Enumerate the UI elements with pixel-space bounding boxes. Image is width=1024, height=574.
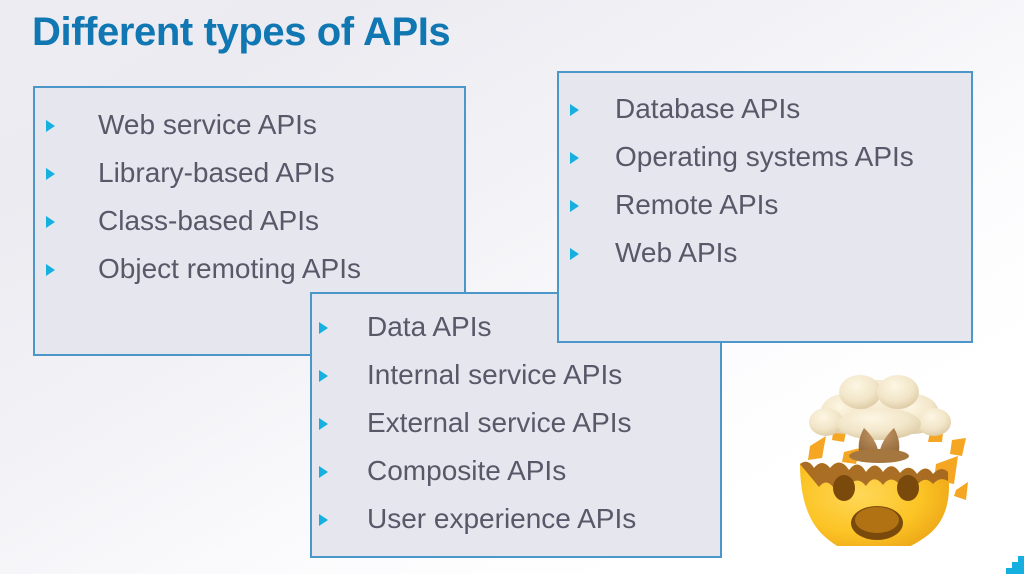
list-item-label: Web service APIs <box>98 109 317 140</box>
list-item-label: Remote APIs <box>615 189 779 220</box>
exploding-head-emoji <box>786 360 972 546</box>
list-item: Remote APIs <box>570 181 971 229</box>
triangle-bullet-icon <box>319 514 328 526</box>
list-item-label: Database APIs <box>615 93 801 124</box>
list-item: Class-based APIs <box>46 197 464 245</box>
list-item: Library-based APIs <box>46 149 464 197</box>
triangle-bullet-icon <box>46 168 55 180</box>
api-category-box-web-service: Web service APIs Library-based APIs Clas… <box>33 86 466 356</box>
list-item-label: Class-based APIs <box>98 205 319 236</box>
list-item: User experience APIs <box>319 495 720 543</box>
triangle-bullet-icon <box>319 370 328 382</box>
api-list-data: Data APIs Internal service APIs External… <box>312 294 720 543</box>
list-item: Internal service APIs <box>319 351 720 399</box>
list-item: External service APIs <box>319 399 720 447</box>
api-list-database: Database APIs Operating systems APIs Rem… <box>559 73 971 277</box>
list-item-label: Web APIs <box>615 237 738 268</box>
api-category-box-database: Database APIs Operating systems APIs Rem… <box>557 71 973 343</box>
triangle-bullet-icon <box>46 264 55 276</box>
list-item-label: Object remoting APIs <box>98 253 362 284</box>
list-item: Database APIs <box>570 85 971 133</box>
list-item-label: External service APIs <box>367 407 632 438</box>
corner-accent-decoration <box>1002 556 1024 574</box>
triangle-bullet-icon <box>570 152 579 164</box>
list-item-label: Composite APIs <box>367 455 567 486</box>
list-item-label: Operating systems APIs <box>615 141 914 172</box>
list-item: Operating systems APIs <box>570 133 971 181</box>
list-item: Web service APIs <box>46 101 464 149</box>
triangle-bullet-icon <box>570 248 579 260</box>
triangle-bullet-icon <box>46 120 55 132</box>
list-item-label: Data APIs <box>367 311 492 342</box>
triangle-bullet-icon <box>570 200 579 212</box>
triangle-bullet-icon <box>570 104 579 116</box>
list-item: Web APIs <box>570 229 971 277</box>
triangle-bullet-icon <box>46 216 55 228</box>
list-item: Composite APIs <box>319 447 720 495</box>
list-item-label: Internal service APIs <box>367 359 623 390</box>
api-list-web-service: Web service APIs Library-based APIs Clas… <box>35 88 464 293</box>
api-category-box-data: Data APIs Internal service APIs External… <box>310 292 722 558</box>
list-item: Object remoting APIs <box>46 245 464 293</box>
page-title: Different types of APIs <box>32 10 451 54</box>
list-item-label: User experience APIs <box>367 503 637 534</box>
triangle-bullet-icon <box>319 322 328 334</box>
list-item: Data APIs <box>319 303 720 351</box>
triangle-bullet-icon <box>319 418 328 430</box>
list-item-label: Library-based APIs <box>98 157 335 188</box>
triangle-bullet-icon <box>319 466 328 478</box>
